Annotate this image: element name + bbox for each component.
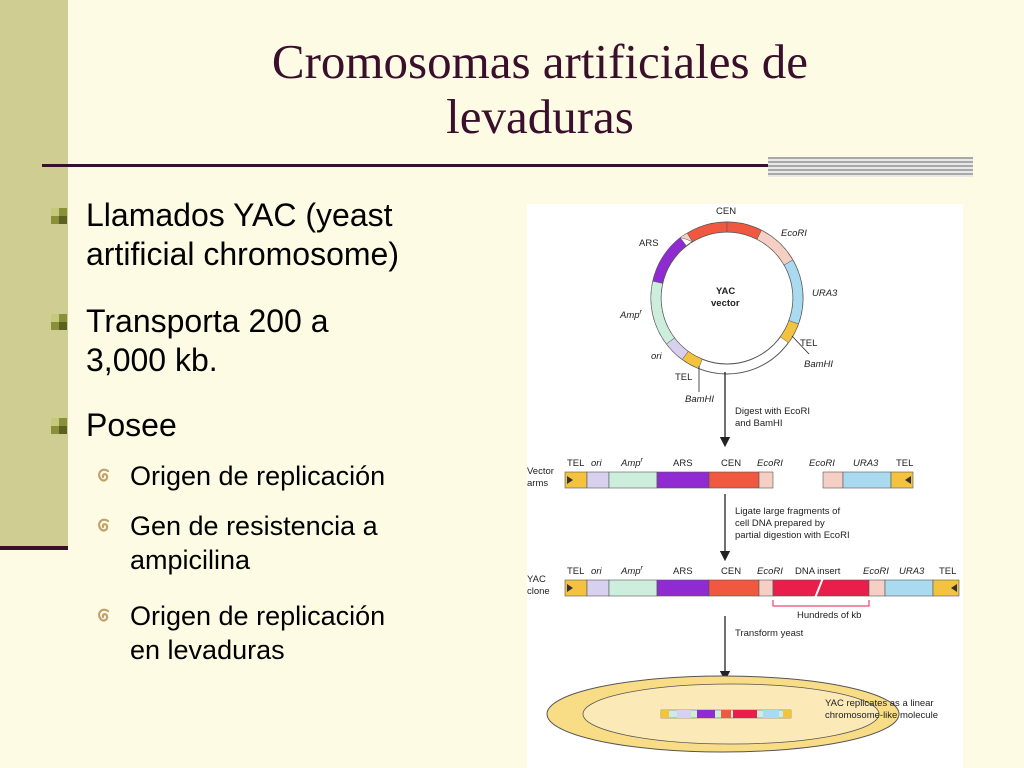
right-vector-arm	[822, 471, 914, 489]
clone-label-line-1: YAC	[527, 574, 546, 585]
clone-amp: Ampr	[620, 565, 644, 577]
clone-dna-insert: DNA insert	[795, 566, 841, 577]
arms-label-line-1: Vector	[527, 466, 554, 477]
sidebar-underline	[0, 546, 68, 550]
step-ligate-line-3: partial digestion with EcoRI	[735, 530, 850, 541]
clone-ars: ARS	[673, 566, 693, 577]
label-cen: CEN	[716, 206, 736, 217]
bullet-text-line-2: artificial chromosome)	[86, 236, 399, 272]
label-tel-left: TEL	[675, 372, 692, 383]
clone-ura3: URA3	[899, 566, 925, 577]
label-tel-right: TEL	[800, 338, 817, 349]
sidebar-band	[0, 0, 68, 548]
step-digest-line-1: Digest with EcoRI	[735, 406, 810, 417]
swirl-bullet-icon	[98, 518, 110, 532]
label-ecori: EcoRI	[781, 228, 807, 239]
left-vector-arm	[564, 471, 774, 489]
slide-title: Cromosomas artificiales de levaduras	[130, 34, 950, 144]
label-bamhi-right: BamHI	[804, 359, 833, 370]
sub-bullet-text-line-2: en levaduras	[130, 635, 285, 665]
bullet-posee: Posee	[50, 406, 490, 445]
clone-tel-right: TEL	[939, 566, 956, 577]
label-ars: ARS	[639, 238, 659, 249]
bullet-text: Posee	[86, 407, 177, 443]
title-accent-bar	[768, 157, 973, 177]
title-line-1: Cromosomas artificiales de	[271, 34, 809, 89]
label-vector-center: vector	[711, 298, 740, 309]
yac-diagram: CEN EcoRI ARS URA3 Ampr ori TEL BamHI TE…	[527, 204, 963, 768]
step-replicates-line-2: chromosome-like molecule	[825, 710, 938, 721]
swirl-bullet-icon	[98, 608, 110, 622]
arms-ars: ARS	[673, 458, 693, 469]
bullet-text-line-2: 3,000 kb.	[86, 342, 218, 378]
title-line-2: levaduras	[446, 89, 634, 144]
bullet-text-line-1: Transporta 200 a	[86, 303, 329, 339]
bullet-yac: Llamados YAC (yeast artificial chromosom…	[50, 196, 490, 274]
bullet-transporta: Transporta 200 a 3,000 kb.	[50, 302, 490, 380]
arms-ecori-right: EcoRI	[809, 458, 835, 469]
label-bamhi-left: BamHI	[685, 394, 714, 405]
step-transform: Transform yeast	[735, 628, 804, 639]
clone-tel-left: TEL	[567, 566, 584, 577]
arms-label-line-2: arms	[527, 478, 548, 489]
sub-bullet-text-line-1: Gen de resistencia a	[130, 511, 378, 541]
title-rule	[42, 164, 772, 167]
step-replicates-line-1: YAC replicates as a linear	[825, 698, 934, 709]
clone-ecori-right: EcoRI	[863, 566, 889, 577]
arms-ecori-left: EcoRI	[757, 458, 783, 469]
clone-label-line-2: clone	[527, 586, 550, 597]
swirl-bullet-icon	[98, 468, 110, 482]
square-bullet-icon	[51, 418, 67, 434]
sub-bullet-origen-levaduras: Origen de replicación en levaduras	[96, 599, 476, 667]
arms-ori: ori	[591, 458, 602, 469]
yac-clone-bar	[564, 577, 960, 599]
arms-tel-right: TEL	[896, 458, 913, 469]
step-ligate-line-2: cell DNA prepared by	[735, 518, 825, 529]
sub-bullet-text-line-1: Origen de replicación	[130, 601, 386, 631]
label-ampr: Ampr	[619, 309, 643, 321]
clone-ecori-left: EcoRI	[757, 566, 783, 577]
clone-ori: ori	[591, 566, 602, 577]
arms-cen: CEN	[721, 458, 741, 469]
step-digest-line-2: and BamHI	[735, 418, 783, 429]
sub-bullet-gen: Gen de resistencia a ampicilina	[96, 509, 476, 577]
arms-amp: Ampr	[620, 457, 644, 469]
square-bullet-icon	[51, 208, 67, 224]
yac-vector-circle	[650, 221, 804, 375]
clone-hundreds-of-kb: Hundreds of kb	[797, 610, 861, 621]
yeast-cell	[546, 675, 900, 753]
arms-tel-left: TEL	[567, 458, 584, 469]
sub-bullet-text: Origen de replicación	[130, 461, 386, 491]
bullet-text-line-1: Llamados YAC (yeast	[86, 197, 393, 233]
sub-bullet-text-line-2: ampicilina	[130, 545, 251, 575]
clone-cen: CEN	[721, 566, 741, 577]
label-ura3: URA3	[812, 288, 838, 299]
sub-bullet-origen: Origen de replicación	[96, 459, 476, 493]
label-yac-center: YAC	[716, 286, 735, 297]
label-ori: ori	[651, 351, 662, 362]
arms-ura3: URA3	[853, 458, 879, 469]
step-ligate-line-1: Ligate large fragments of	[735, 506, 840, 517]
square-bullet-icon	[51, 314, 67, 330]
